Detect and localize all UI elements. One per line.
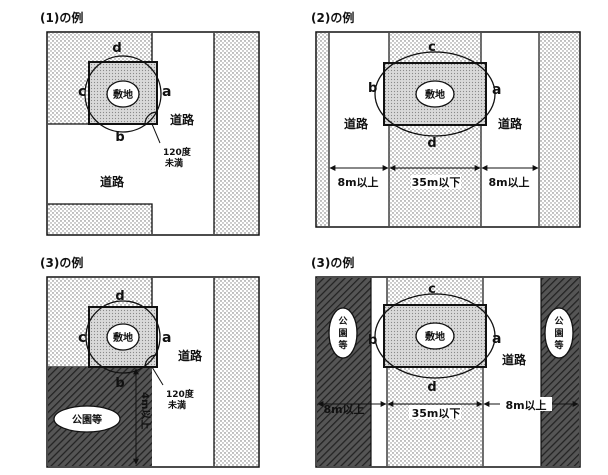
edge-b: b <box>115 130 124 145</box>
angle-note-line1: 120度 <box>166 388 195 400</box>
angle-note-line2: 未満 <box>167 399 186 411</box>
site-label: 敷地 <box>425 88 445 101</box>
road-label-left: 道路 <box>344 116 369 131</box>
panel-3: (3)の例 敷地 d c a b 道路 120度 未満 公園等 4m以上 <box>40 255 260 468</box>
edge-d: d <box>427 380 436 395</box>
park-right <box>541 278 579 466</box>
road-label: 道路 <box>502 352 527 367</box>
edge-a: a <box>162 84 171 100</box>
panel-2: (2)の例 敷地 c b a d 道路 道路 8m以上 35m以下 8m以上 <box>311 10 581 228</box>
edge-a: a <box>492 82 501 98</box>
edge-d: d <box>427 136 436 151</box>
site-label: 敷地 <box>113 331 133 344</box>
panel-4-title: (3)の例 <box>311 255 354 270</box>
park-left <box>317 278 371 466</box>
edge-c: c <box>78 330 86 346</box>
dimension-left: 8m以上 <box>323 402 364 416</box>
panel-1: (1)の例 敷地 d c a b 道路 道路 120度 未満 <box>40 10 260 236</box>
dimension-left: 8m以上 <box>337 175 378 189</box>
park-label-left: 公園等 <box>337 316 347 351</box>
panel-2-title: (2)の例 <box>311 10 354 25</box>
edge-d: d <box>112 41 121 56</box>
site-rect <box>383 62 487 126</box>
panel-1-title: (1)の例 <box>40 10 83 25</box>
vertical-dimension: 4m以上 <box>139 392 152 429</box>
edge-d: d <box>115 289 124 304</box>
angle-note-line1: 120度 <box>163 146 192 158</box>
park-ellipse-left <box>328 307 358 359</box>
circumscribed-circle <box>374 51 496 137</box>
edge-c: c <box>428 282 436 297</box>
edge-a: a <box>492 331 501 347</box>
site-label: 敷地 <box>113 88 133 101</box>
dimension-right: 8m以上 <box>488 175 529 189</box>
circumscribed-circle <box>85 300 161 374</box>
block-bottom-left <box>48 204 152 234</box>
circumscribed-circle <box>374 293 496 379</box>
panel-3-title: (3)の例 <box>40 255 83 270</box>
edge-c: c <box>428 40 436 55</box>
dimension-right: 8m以上 <box>505 398 546 412</box>
site-label: 敷地 <box>425 330 445 343</box>
road-label-right: 道路 <box>498 116 523 131</box>
angle-note-line2: 未満 <box>164 157 183 169</box>
dimension-center: 35m以下 <box>412 176 461 189</box>
dimension-center: 35m以下 <box>412 407 461 420</box>
edge-b: b <box>115 376 124 391</box>
park-label-right: 公園等 <box>553 316 563 351</box>
road-label-right: 道路 <box>170 112 195 127</box>
panel-4: (3)の例 敷地 c b a d 道路 公園等 公園等 8m以上 35m以下 8… <box>311 255 581 468</box>
angle-arc <box>144 111 158 125</box>
circumscribed-circle <box>84 55 162 133</box>
park-label: 公園等 <box>72 413 102 426</box>
edge-c: c <box>78 84 86 100</box>
edge-b: b <box>368 333 377 348</box>
park-ellipse-right <box>544 307 574 359</box>
edge-a: a <box>162 330 171 346</box>
block-right <box>214 33 258 234</box>
road-label: 道路 <box>178 348 203 363</box>
road-label-center: 道路 <box>100 174 125 189</box>
edge-b: b <box>368 81 377 96</box>
park-ellipse <box>53 405 121 433</box>
